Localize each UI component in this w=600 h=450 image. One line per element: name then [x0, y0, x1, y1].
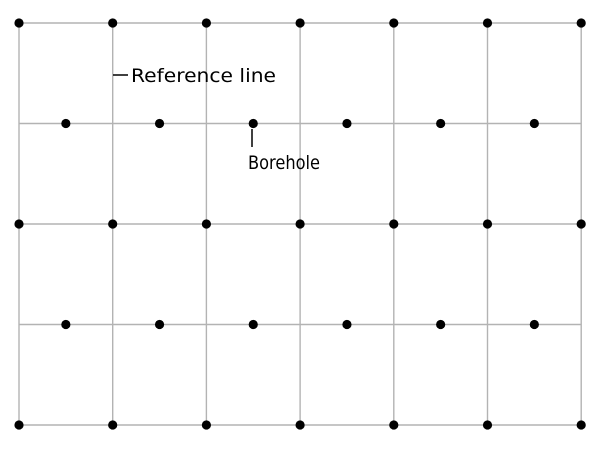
borehole-dot — [14, 420, 24, 430]
borehole-dot — [108, 219, 118, 229]
borehole-dot — [389, 219, 399, 229]
borehole-dot-offset — [342, 118, 352, 129]
borehole-dot — [389, 18, 399, 28]
reference-line-label: Reference line — [131, 65, 276, 87]
borehole-dot-offset — [436, 118, 446, 129]
borehole-dot-offset — [248, 319, 258, 330]
borehole-dot — [295, 420, 305, 430]
borehole-dot-offset — [342, 319, 352, 330]
boreholes — [14, 18, 586, 430]
reference-line-callout: Reference line — [113, 65, 276, 87]
borehole-dot — [482, 219, 493, 229]
borehole-dot — [14, 219, 24, 229]
borehole-dot — [576, 420, 586, 430]
borehole-dot-offset — [436, 319, 446, 330]
borehole-dot — [295, 18, 305, 28]
borehole-dot-offset — [529, 319, 539, 330]
borehole-dot — [201, 219, 211, 229]
borehole-callout: Borehole — [248, 129, 320, 174]
borehole-dot — [201, 18, 211, 28]
borehole-dot-offset — [154, 118, 165, 129]
borehole-dot — [389, 420, 399, 430]
borehole-label: Borehole — [248, 152, 320, 174]
borehole-dot — [295, 219, 305, 229]
borehole-dot — [108, 420, 118, 430]
borehole-dot — [201, 420, 211, 430]
borehole-dot — [576, 18, 586, 28]
borehole-dot — [482, 18, 493, 28]
borehole-dot-offset — [61, 118, 71, 129]
borehole-dot-offset — [529, 118, 539, 129]
borehole-dot — [482, 420, 493, 430]
borehole-dot — [108, 18, 118, 28]
borehole-dot-offset — [248, 118, 258, 129]
borehole-dot-offset — [61, 319, 71, 330]
borehole-dot-offset — [154, 319, 165, 330]
borehole-dot — [14, 18, 24, 28]
borehole-dot — [576, 219, 586, 229]
